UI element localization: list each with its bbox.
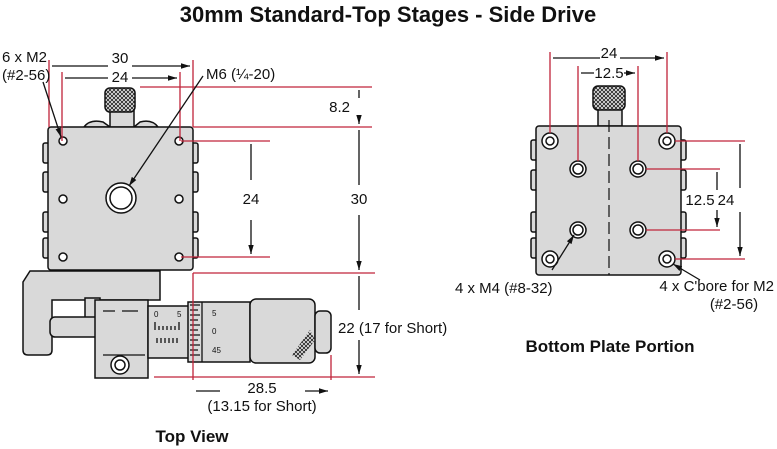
bracket [22,270,161,356]
dim-knob-height: 8.2 [329,99,350,116]
sleeve-scale-0: 0 [154,310,159,319]
label-m2-holes-imperial: (#2-56) [2,67,50,84]
dim-bottom-height-24: 24 [718,192,735,209]
micrometer-cap [314,310,332,354]
label-cbore-imperial: (#2-56) [710,296,758,313]
dim-micrometer-length: 28.5 [247,380,276,397]
micrometer-sleeve [147,305,191,359]
label-m6-hole: M6 (¼-20) [206,66,275,83]
m4-holes [569,160,647,239]
top-view: 0 5 5 0 45 [2,49,447,446]
label-m2-holes: 6 x M2 [2,49,47,66]
dim-hole-spacing: 24 [243,191,260,208]
dim-micrometer-width: 22 (17 for Short) [338,320,447,337]
dim-width-30: 30 [112,50,129,67]
dim-micrometer-length-short: (13.15 for Short) [207,398,316,415]
spindle [49,316,101,338]
label-m4-holes: 4 x M4 (#8-32) [455,280,553,297]
thimble-scale-0: 0 [212,327,217,336]
dimension-lines [549,52,745,281]
dim-bottom-width-12-5: 12.5 [594,65,623,82]
thimble-scale-5: 5 [212,309,217,318]
dim-width-24: 24 [112,69,129,86]
dimension-lines [42,60,375,391]
m2-holes [58,136,184,262]
dim-height: 30 [351,191,368,208]
thimble-scale-45: 45 [212,346,221,355]
micrometer-thimble [187,301,251,363]
micrometer-knob [249,298,316,364]
label-cbore-holes: 4 x C'bore for M2 [659,278,774,295]
page-title: 30mm Standard-Top Stages - Side Drive [180,2,596,27]
bottom-view-caption: Bottom Plate Portion [525,337,694,356]
dim-bottom-width-24: 24 [601,45,618,62]
cbore-holes [541,132,676,268]
knurl-texture [292,330,315,360]
adjuster-knob [592,85,626,111]
bottom-view: 24 12.5 12.5 24 4 x M4 (#8-32) 4 x C'bor… [455,45,774,356]
adjuster-knob [104,87,136,113]
dim-bottom-height-12-5: 12.5 [685,192,714,209]
sleeve-scale-5: 5 [177,310,182,319]
top-view-caption: Top View [155,427,229,446]
